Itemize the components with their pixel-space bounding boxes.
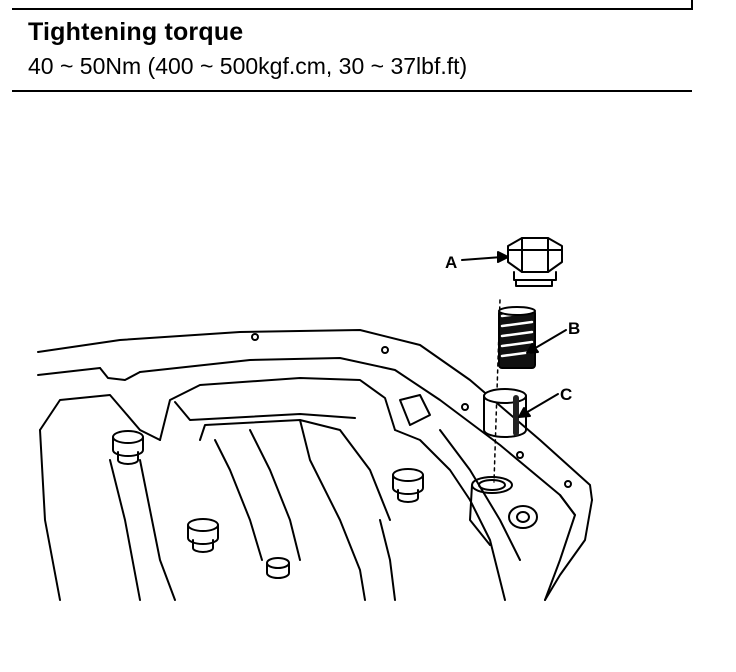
callout-label-a: A — [445, 253, 457, 272]
bottom-rule — [12, 90, 692, 92]
corner-mark — [691, 0, 693, 10]
spec-title: Tightening torque — [28, 18, 244, 46]
sleeve-part-c — [483, 388, 527, 438]
callout-label-c: C — [560, 385, 572, 404]
pan-bolts — [112, 430, 424, 579]
callout-arrows — [461, 251, 567, 418]
callout-label-b: B — [568, 319, 580, 338]
top-rule — [12, 8, 692, 10]
oil-pan-inner-structure — [39, 377, 521, 601]
torque-specification: 40 ~ 50Nm (400 ~ 500kgf.cm, 30 ~ 37lbf.f… — [28, 53, 468, 79]
oil-pan-flange — [37, 329, 593, 601]
drain-hole — [469, 476, 538, 546]
drain-plug-part-a — [507, 237, 563, 287]
spring-part-b — [498, 306, 536, 369]
